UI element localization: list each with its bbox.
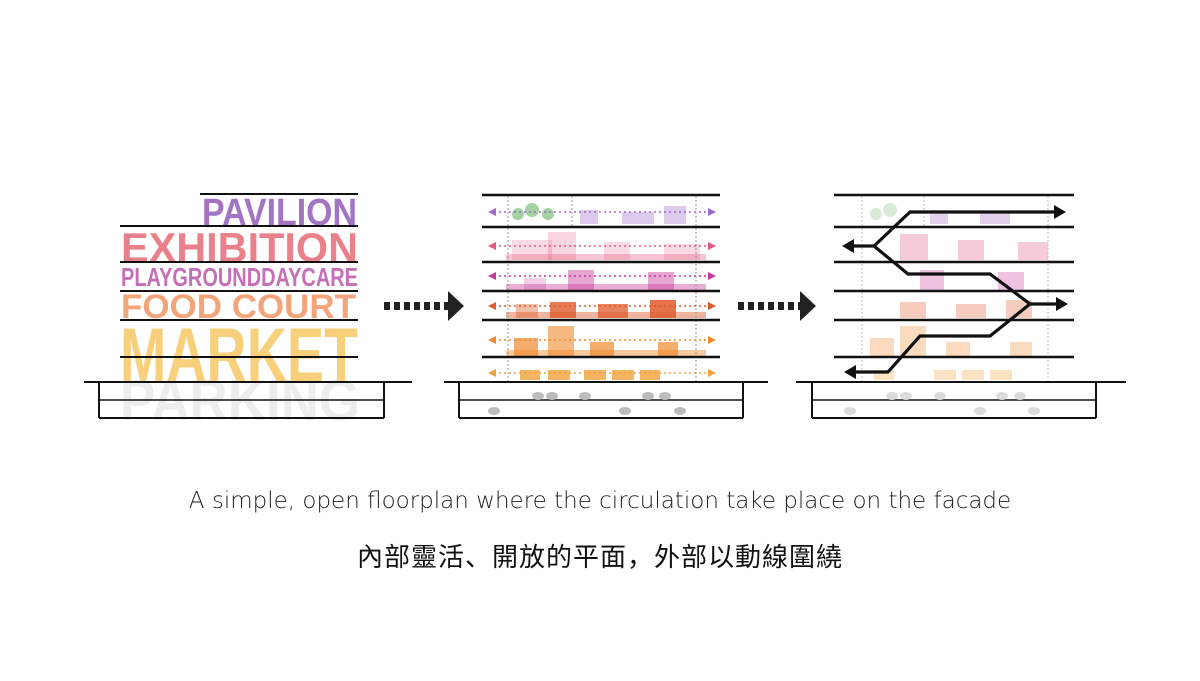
parked-cars [844, 392, 1040, 415]
circulation-arrowheads [488, 208, 716, 377]
label-market: MARKET [120, 313, 358, 398]
circulation-path [850, 210, 1062, 374]
floor-slabs [796, 193, 1126, 383]
basement [458, 382, 744, 419]
columns [861, 196, 1049, 382]
caption-chinese: 內部靈活、開放的平面，外部以動線圍繞 [356, 543, 843, 573]
faded-program-blocks [870, 203, 1048, 380]
program-blocks [506, 203, 706, 380]
program-stack-diagram: PARKING MARKET FOOD COURT PLAYGROUNDDAYC… [84, 192, 412, 433]
transition-arrow-1 [384, 291, 464, 321]
label-pavilion: PAVILION [202, 192, 357, 234]
transition-arrow-2 [738, 291, 816, 321]
circulation-arrows [494, 211, 710, 374]
floorplan-diagram [444, 193, 768, 419]
basement [98, 382, 385, 419]
label-playground-daycare: PLAYGROUNDDAYCARE [121, 262, 358, 292]
facade-circulation-diagram [796, 193, 1126, 419]
parked-cars [488, 392, 686, 415]
floor-slabs [444, 193, 768, 383]
label-exhibition: EXHIBITION [121, 224, 358, 271]
circulation-path-arrowheads [842, 205, 1068, 379]
floor-lines [84, 193, 412, 383]
columns [507, 196, 697, 382]
caption-english: A simple, open floorplan where the circu… [188, 488, 1012, 514]
basement [811, 382, 1097, 419]
